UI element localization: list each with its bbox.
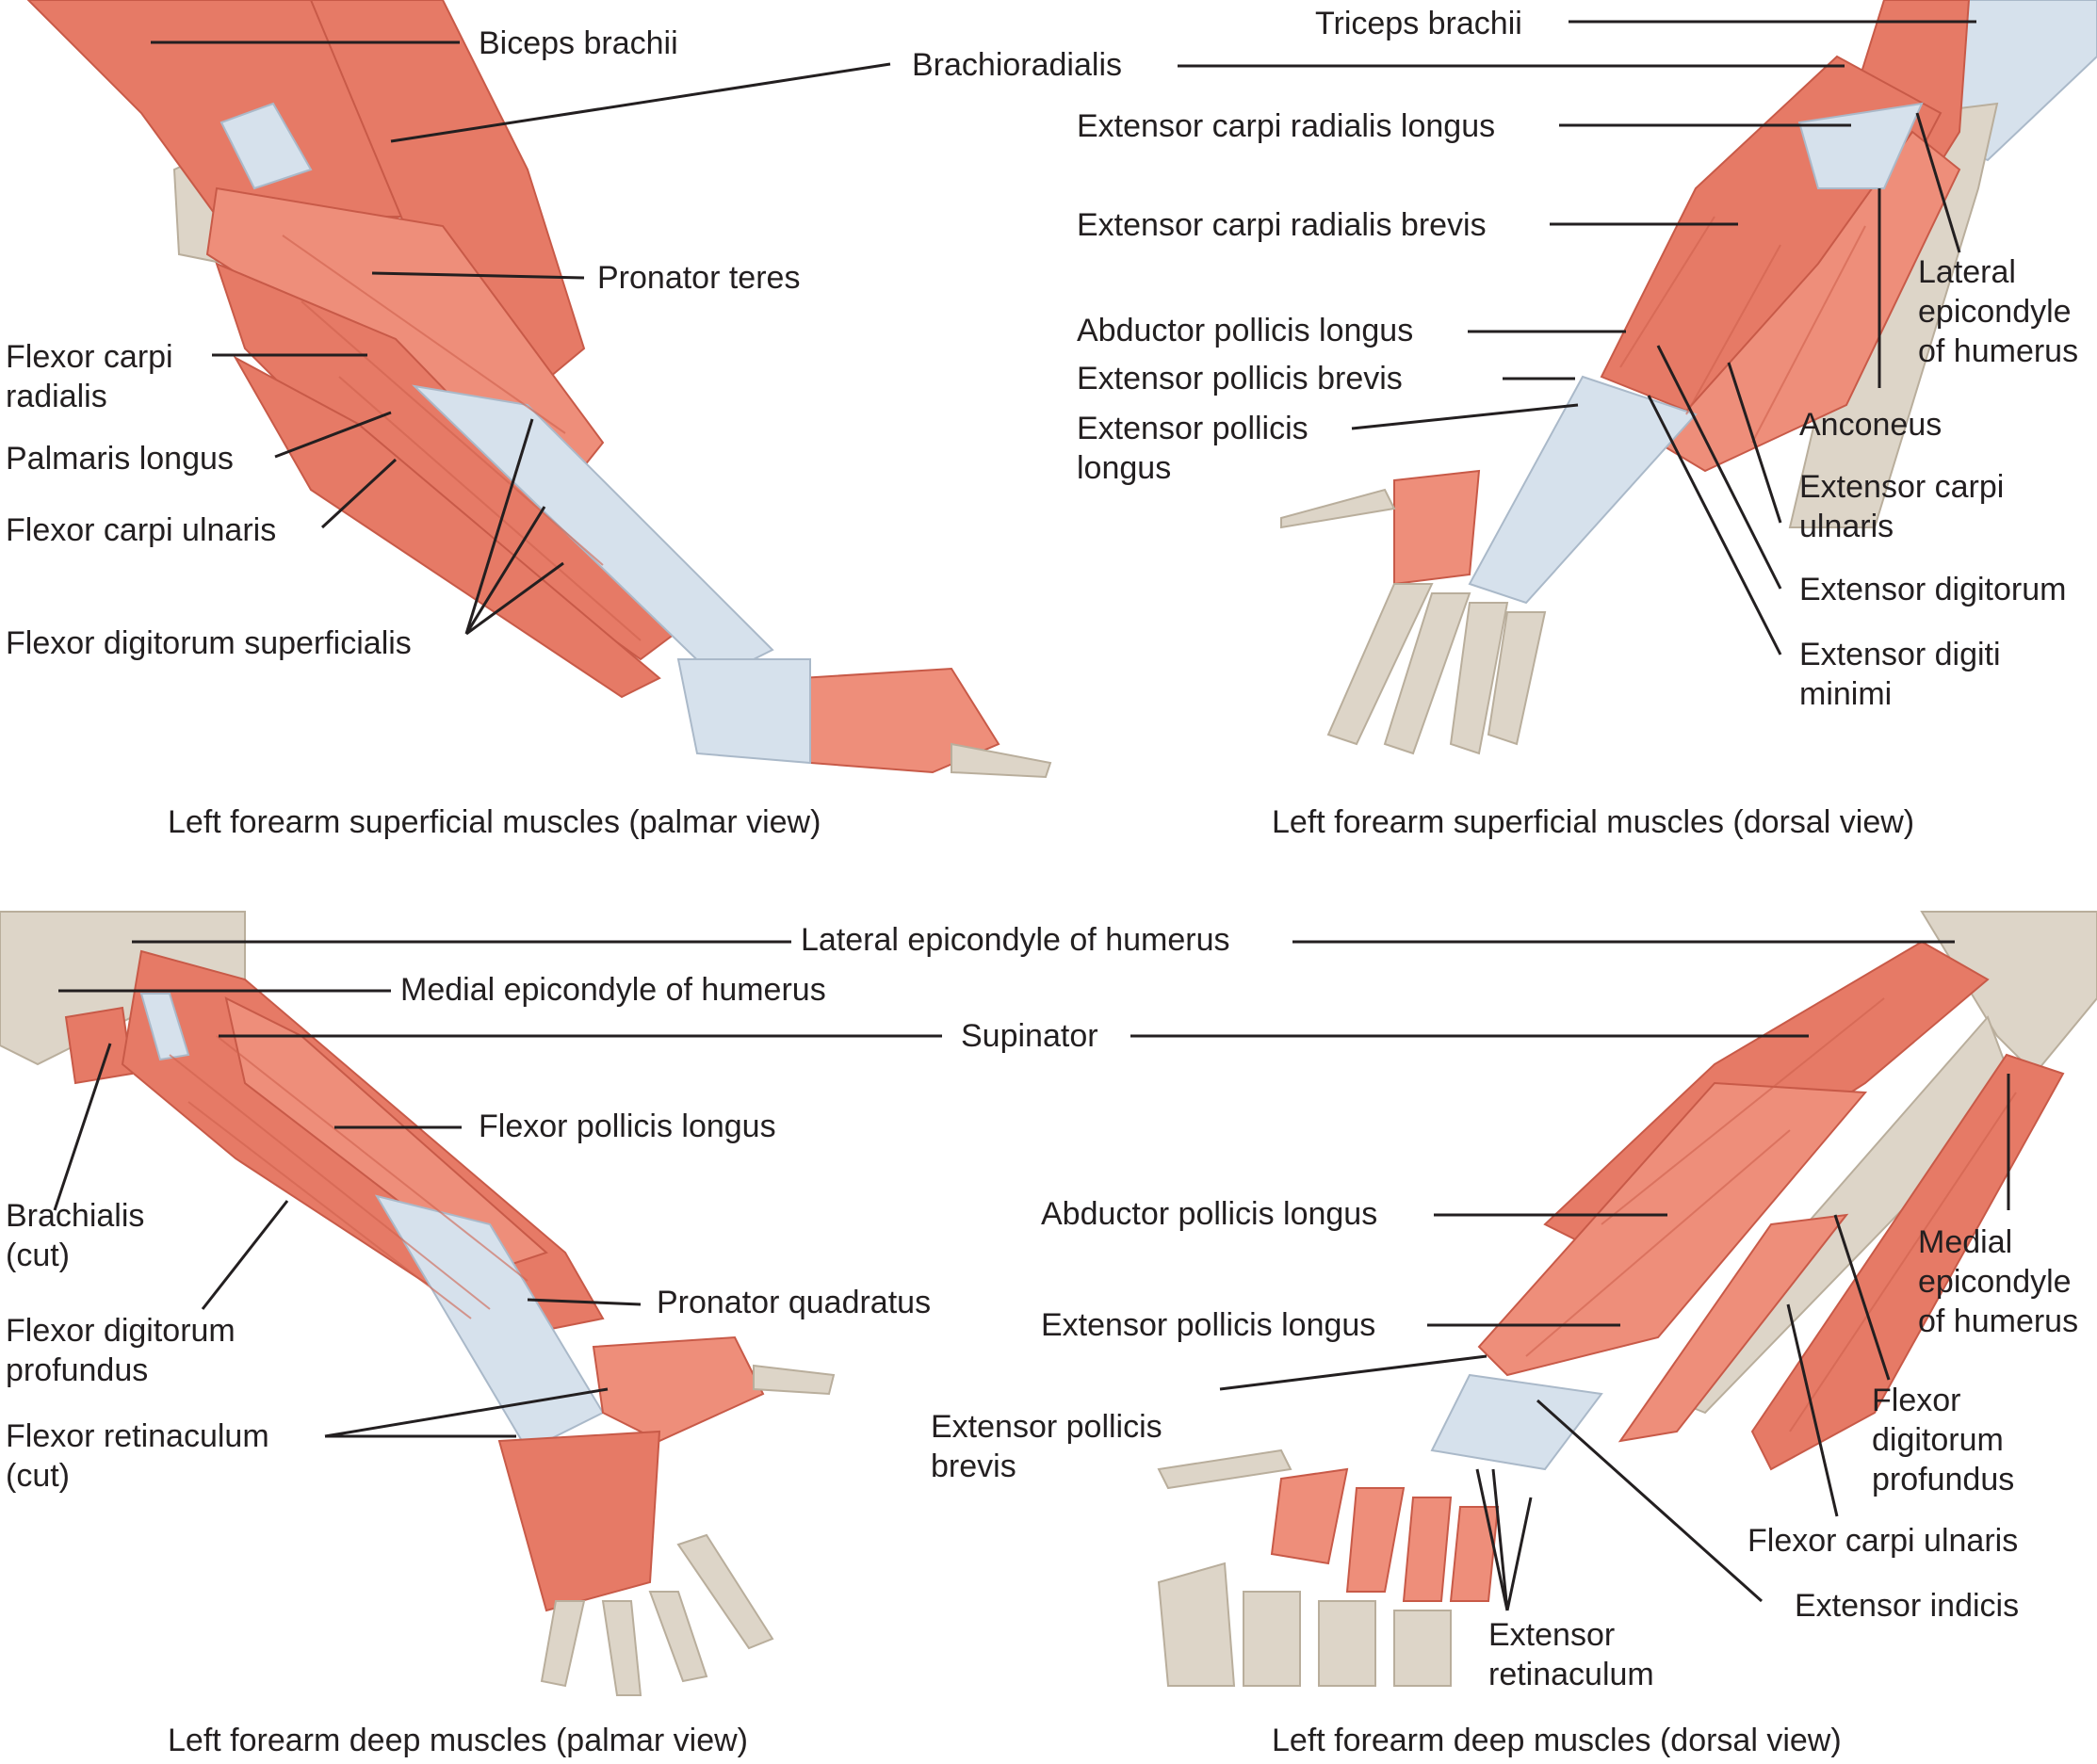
leader-fdp-right bbox=[1833, 1214, 1891, 1381]
label-apl: Abductor pollicis longus bbox=[1077, 313, 1414, 348]
bicipital-aponeurosis bbox=[219, 102, 313, 190]
label-extensor-indicis: Extensor indicis bbox=[1795, 1588, 2020, 1624]
dorsal-deep-arm bbox=[1157, 911, 2097, 1687]
label-pronator-quadratus: Pronator quadratus bbox=[657, 1285, 932, 1320]
label-pronator-teres: Pronator teres bbox=[597, 260, 801, 296]
label-palmaris-longus: Palmaris longus bbox=[6, 441, 234, 477]
extensor-retinaculum bbox=[1430, 1373, 1603, 1471]
fiber-lines bbox=[1619, 216, 1866, 444]
label-brachioradialis: Brachioradialis bbox=[912, 47, 1122, 83]
label-supinator: Supinator bbox=[961, 1018, 1098, 1054]
label-triceps-brachii: Triceps brachii bbox=[1315, 6, 1522, 41]
label-medial-epicondyle: Medial epicondyle of humerus bbox=[400, 972, 826, 1008]
flexor-carpi-ulnaris-muscle bbox=[233, 355, 661, 699]
thumb-bone bbox=[753, 1364, 836, 1396]
leader-fds-2 bbox=[464, 506, 546, 635]
label-extensor-retinaculum: Extensor retinaculum bbox=[1488, 1617, 1654, 1692]
flexor-digitorum-profundus-muscle bbox=[1750, 1053, 2065, 1471]
label-anconeus: Anconeus bbox=[1799, 407, 1943, 443]
label-flexor-pollicis-longus: Flexor pollicis longus bbox=[479, 1109, 776, 1144]
thumb-bone bbox=[951, 742, 1052, 779]
leader-lines bbox=[53, 20, 2010, 1611]
label-apl-deep: Abductor pollicis longus bbox=[1041, 1196, 1378, 1232]
leader-flexor-carpi-ulnaris bbox=[320, 458, 398, 529]
thenar-muscles bbox=[592, 1335, 765, 1443]
label-medial-epicondyle-right: Medial epicondyle of humerus bbox=[1918, 1224, 2079, 1339]
fiber-lines bbox=[282, 235, 642, 641]
label-ecrb: Extensor carpi radialis brevis bbox=[1077, 207, 1487, 243]
fds-tendons bbox=[412, 384, 774, 680]
label-flexor-carpi-ulnaris: Flexor carpi ulnaris bbox=[6, 512, 277, 548]
leader-brachioradialis bbox=[390, 62, 891, 143]
thumb-bones bbox=[1280, 488, 1396, 529]
leader-extensor-retinaculum-3 bbox=[1505, 1497, 1533, 1611]
label-epl: Extensor pollicis longus bbox=[1077, 411, 1309, 486]
label-extensor-carpi-ulnaris: Extensor carpi ulnaris bbox=[1799, 469, 2005, 544]
finger-bones bbox=[1157, 1562, 1452, 1687]
leader-flexor-retinaculum-1 bbox=[324, 1387, 609, 1438]
first-dorsal-interosseous bbox=[1393, 469, 1481, 586]
leader-pronator-teres bbox=[371, 271, 585, 280]
fiber-lines bbox=[169, 1035, 528, 1319]
fiber-lines bbox=[1525, 997, 2017, 1432]
leader-fdp-left bbox=[201, 1200, 289, 1310]
palmar-deep-arm bbox=[0, 911, 836, 1696]
caption-palmar-superficial: Left forearm superficial muscles (palmar… bbox=[168, 804, 821, 840]
label-ecrl: Extensor carpi radialis longus bbox=[1077, 108, 1496, 144]
abductor-pollicis-longus-muscle bbox=[1477, 1081, 1868, 1377]
extensor-indicis-muscle bbox=[1617, 1213, 1849, 1443]
leader-extensor-indicis bbox=[1536, 1399, 1764, 1603]
label-flexor-carpi-radialis: Flexor carpi radialis bbox=[6, 339, 173, 414]
leader-extensor-digitorum bbox=[1656, 345, 1782, 590]
label-epl-deep: Extensor pollicis longus bbox=[1041, 1307, 1376, 1343]
label-biceps-brachii: Biceps brachii bbox=[479, 25, 678, 61]
leader-epb-deep bbox=[1219, 1354, 1487, 1391]
finger-bones bbox=[540, 1533, 774, 1696]
caption-dorsal-superficial: Left forearm superficial muscles (dorsal… bbox=[1272, 804, 1915, 840]
label-fdp-right: Flexor digitorum profundus bbox=[1872, 1383, 2015, 1497]
palmar-wrist-tendons bbox=[676, 658, 811, 765]
leader-pronator-quadratus bbox=[527, 1298, 642, 1306]
leader-palmaris-longus bbox=[274, 411, 392, 459]
palmar-superficial-arm bbox=[26, 0, 1052, 779]
dorsal-hand-tendons bbox=[1468, 375, 1698, 605]
label-brachialis: Brachialis (cut) bbox=[6, 1198, 145, 1273]
label-extensor-digiti-minimi: Extensor digiti minimi bbox=[1799, 637, 2001, 712]
extensor-digitorum-muscle bbox=[1656, 130, 1961, 473]
leader-extensor-retinaculum-2 bbox=[1491, 1468, 1509, 1611]
finger-bones bbox=[1326, 583, 1547, 755]
supinator-origin-tendon bbox=[139, 993, 190, 1061]
palm-muscles bbox=[497, 1430, 661, 1612]
label-fdp-left: Flexor digitorum profundus bbox=[6, 1313, 236, 1388]
caption-palmar-deep: Left forearm deep muscles (palmar view) bbox=[168, 1723, 749, 1758]
leader-brachialis bbox=[53, 1043, 112, 1211]
dorsal-interossei bbox=[1270, 1467, 1500, 1602]
flexor-pollicis-longus bbox=[224, 996, 548, 1273]
leader-flexor-carpi-ulnaris bbox=[1786, 1303, 1839, 1517]
leader-extensor-carpi-ulnaris bbox=[1727, 362, 1782, 524]
label-epb-deep: Extensor pollicis brevis bbox=[931, 1409, 1162, 1484]
label-lateral-epicondyle-bottom: Lateral epicondyle of humerus bbox=[801, 922, 1230, 958]
label-flexor-carpi-ulnaris-deep: Flexor carpi ulnaris bbox=[1748, 1523, 2019, 1559]
thumb-bones bbox=[1157, 1448, 1292, 1490]
leader-lateral-epicondyle bbox=[1915, 112, 1961, 253]
label-flexor-digitorum-superficialis: Flexor digitorum superficialis bbox=[6, 625, 412, 661]
caption-dorsal-deep: Left forearm deep muscles (dorsal view) bbox=[1272, 1723, 1842, 1758]
brachialis-cut bbox=[64, 1006, 134, 1085]
leader-extensor-digiti-minimi bbox=[1647, 395, 1782, 655]
label-epb: Extensor pollicis brevis bbox=[1077, 361, 1403, 396]
label-flexor-retinaculum: Flexor retinaculum (cut) bbox=[6, 1418, 269, 1494]
dorsal-superficial-arm bbox=[1280, 0, 2097, 755]
label-extensor-digitorum: Extensor digitorum bbox=[1799, 572, 2067, 607]
leader-epl bbox=[1351, 403, 1579, 430]
humerus-distal bbox=[1920, 911, 2097, 1076]
flexor-carpi-radialis-muscle bbox=[215, 262, 680, 661]
label-lateral-epicondyle-top: Lateral epicondyle of humerus bbox=[1918, 254, 2079, 369]
leader-fds-1 bbox=[464, 418, 534, 635]
leader-extensor-retinaculum-1 bbox=[1475, 1468, 1509, 1611]
leader-fds-3 bbox=[465, 561, 564, 636]
